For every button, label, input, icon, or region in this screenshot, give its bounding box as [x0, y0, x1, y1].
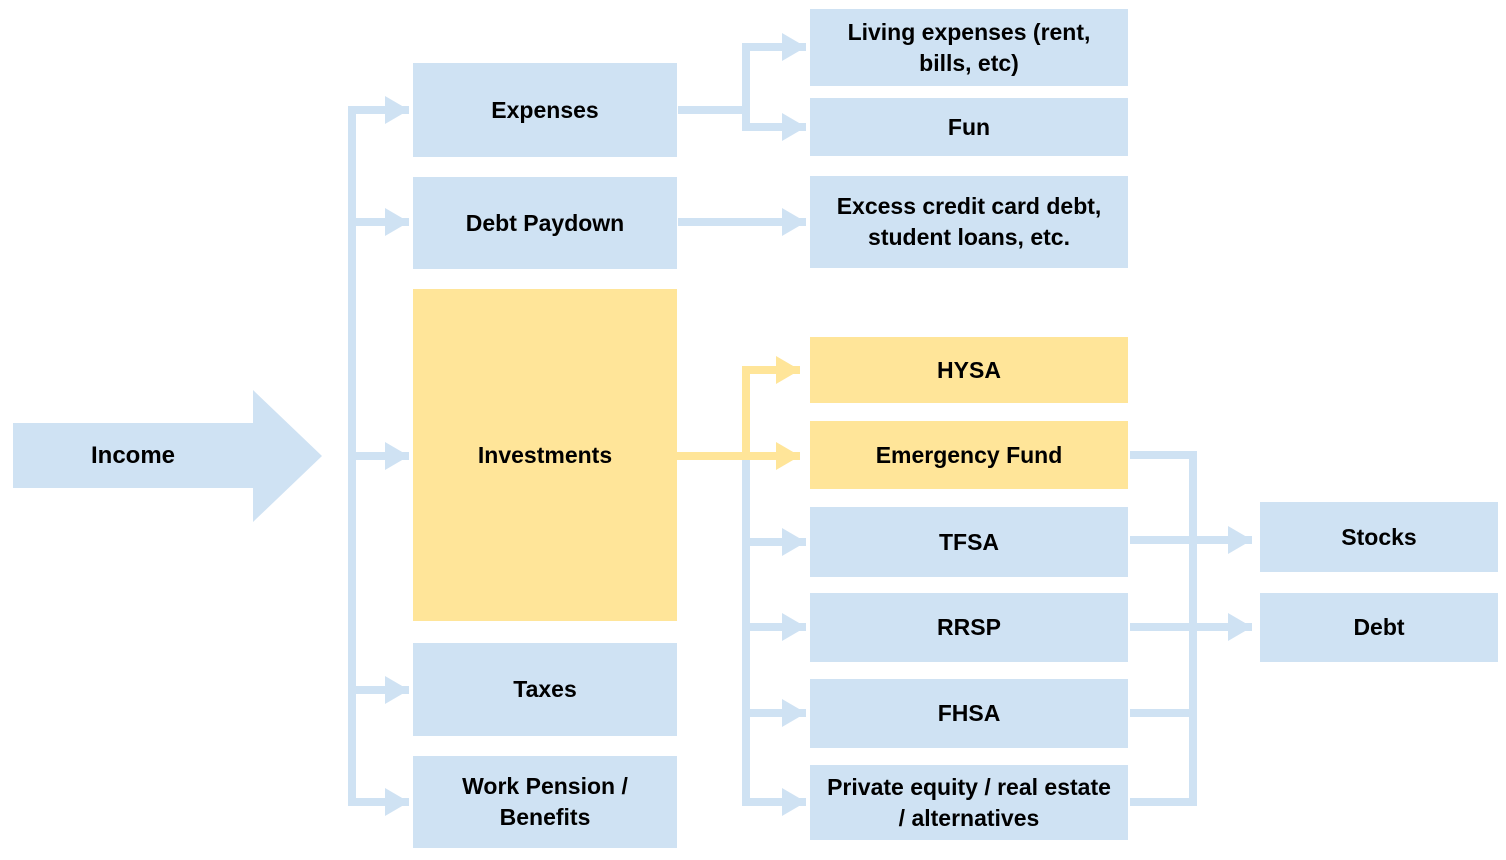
edge-income-expenses	[348, 96, 409, 134]
income-arrow-shape	[13, 390, 322, 522]
node-expenses: Expenses	[413, 63, 677, 157]
node-work-pension: Work Pension / Benefits	[413, 756, 677, 848]
node-tfsa: TFSA	[810, 507, 1128, 577]
node-investments: Investments	[413, 289, 677, 621]
node-living-expenses: Living expenses (rent, bills, etc)	[810, 9, 1128, 86]
edge-expenses-living	[742, 33, 806, 127]
node-private-equity: Private equity / real estate / alternati…	[810, 765, 1128, 840]
node-fhsa: FHSA	[810, 679, 1128, 748]
node-debt-paydown: Debt Paydown	[413, 177, 677, 269]
node-rrsp: RRSP	[810, 593, 1128, 662]
edge-investments-private-equity	[742, 778, 806, 816]
bus-right-trunk	[1130, 451, 1197, 802]
node-stocks: Stocks	[1260, 502, 1498, 572]
node-income: Income	[90, 441, 176, 469]
node-emergency-fund: Emergency Fund	[810, 421, 1128, 489]
node-taxes: Taxes	[413, 643, 677, 736]
node-hysa: HYSA	[810, 337, 1128, 403]
node-excess-debt: Excess credit card debt, student loans, …	[810, 176, 1128, 268]
edge-expenses-fun	[742, 100, 806, 141]
edge-income-work-pension	[348, 778, 409, 816]
edge-investments-hysa	[742, 356, 800, 460]
node-debt: Debt	[1260, 593, 1498, 662]
node-fun: Fun	[810, 98, 1128, 156]
